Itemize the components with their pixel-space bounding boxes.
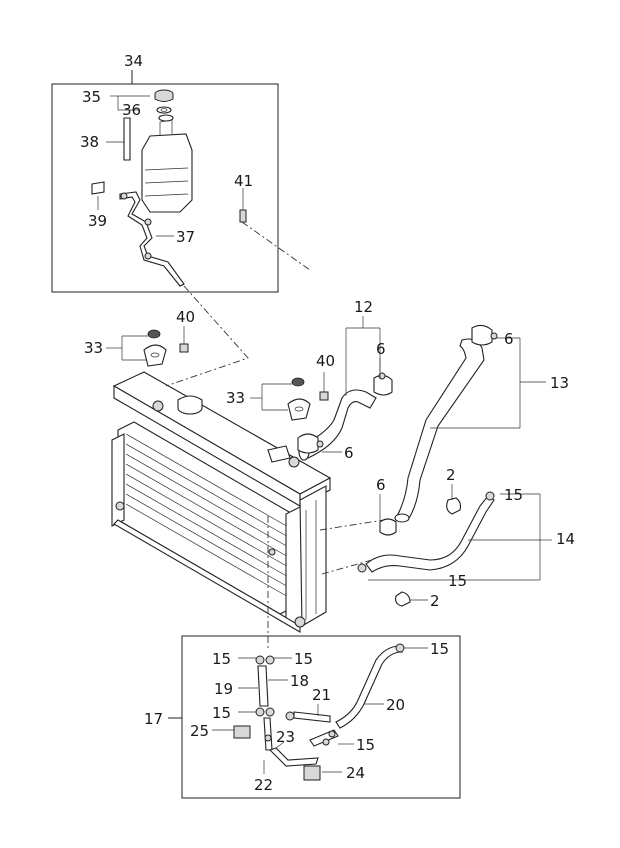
label-21: 21 (312, 686, 331, 704)
label-15-lower: 15 (448, 572, 467, 590)
label-41: 41 (234, 172, 253, 190)
label-23: 23 (276, 728, 295, 746)
label-13: 13 (550, 374, 569, 392)
label-40-left: 40 (176, 308, 195, 326)
reservoir-inset (51, 70, 279, 293)
label-6-top-right: 6 (504, 330, 514, 348)
label-6-upper: 6 (376, 340, 386, 358)
label-12: 12 (354, 298, 373, 316)
clip-25 (233, 725, 251, 739)
label-40-right: 40 (316, 352, 335, 370)
label-2-upper: 2 (446, 466, 456, 484)
label-15-inset-d: 15 (212, 704, 231, 722)
label-15-inset-e: 15 (356, 736, 375, 754)
label-20: 20 (386, 696, 405, 714)
reservoir-tank (141, 133, 193, 213)
label-plate (91, 181, 105, 195)
clamp-upper-a (373, 372, 393, 396)
label-38: 38 (80, 133, 99, 151)
label-39: 39 (88, 212, 107, 230)
label-33-right: 33 (226, 389, 245, 407)
clip-24 (303, 765, 321, 781)
clip-2-upper (446, 497, 462, 515)
bracket (123, 117, 131, 161)
mount-bushing-right (287, 372, 329, 421)
label-35: 35 (82, 88, 101, 106)
label-33-left: 33 (84, 339, 103, 357)
label-18: 18 (290, 672, 309, 690)
clip-2-lower (395, 591, 411, 607)
hose-21 (293, 711, 331, 723)
label-25: 25 (190, 722, 209, 740)
label-15-inset-b: 15 (294, 650, 313, 668)
label-19: 19 (214, 680, 233, 698)
mount-bushing-left (143, 326, 189, 367)
label-15-inset-c: 15 (430, 640, 449, 658)
label-22: 22 (254, 776, 273, 794)
radiator-assembly (111, 371, 332, 633)
cap-gasket (156, 106, 172, 114)
overflow-hose (119, 191, 185, 287)
heater-hose (357, 491, 495, 573)
label-34: 34 (124, 52, 143, 70)
label-37: 37 (176, 228, 195, 246)
label-6-lower: 6 (376, 476, 386, 494)
label-24: 24 (346, 764, 365, 782)
clamp-upper-b (297, 433, 324, 454)
label-6-mid: 6 (344, 444, 354, 462)
hose-18-19 (257, 665, 269, 707)
label-15-right: 15 (504, 486, 523, 504)
label-15-inset-a: 15 (212, 650, 231, 668)
bolt-41 (239, 209, 247, 223)
label-14: 14 (556, 530, 575, 548)
label-2-lower: 2 (430, 592, 440, 610)
hose-20 (335, 645, 403, 729)
lower-hose (394, 324, 498, 523)
label-17: 17 (144, 710, 163, 728)
oil-cooler-inset (168, 635, 461, 799)
label-36: 36 (122, 101, 141, 119)
